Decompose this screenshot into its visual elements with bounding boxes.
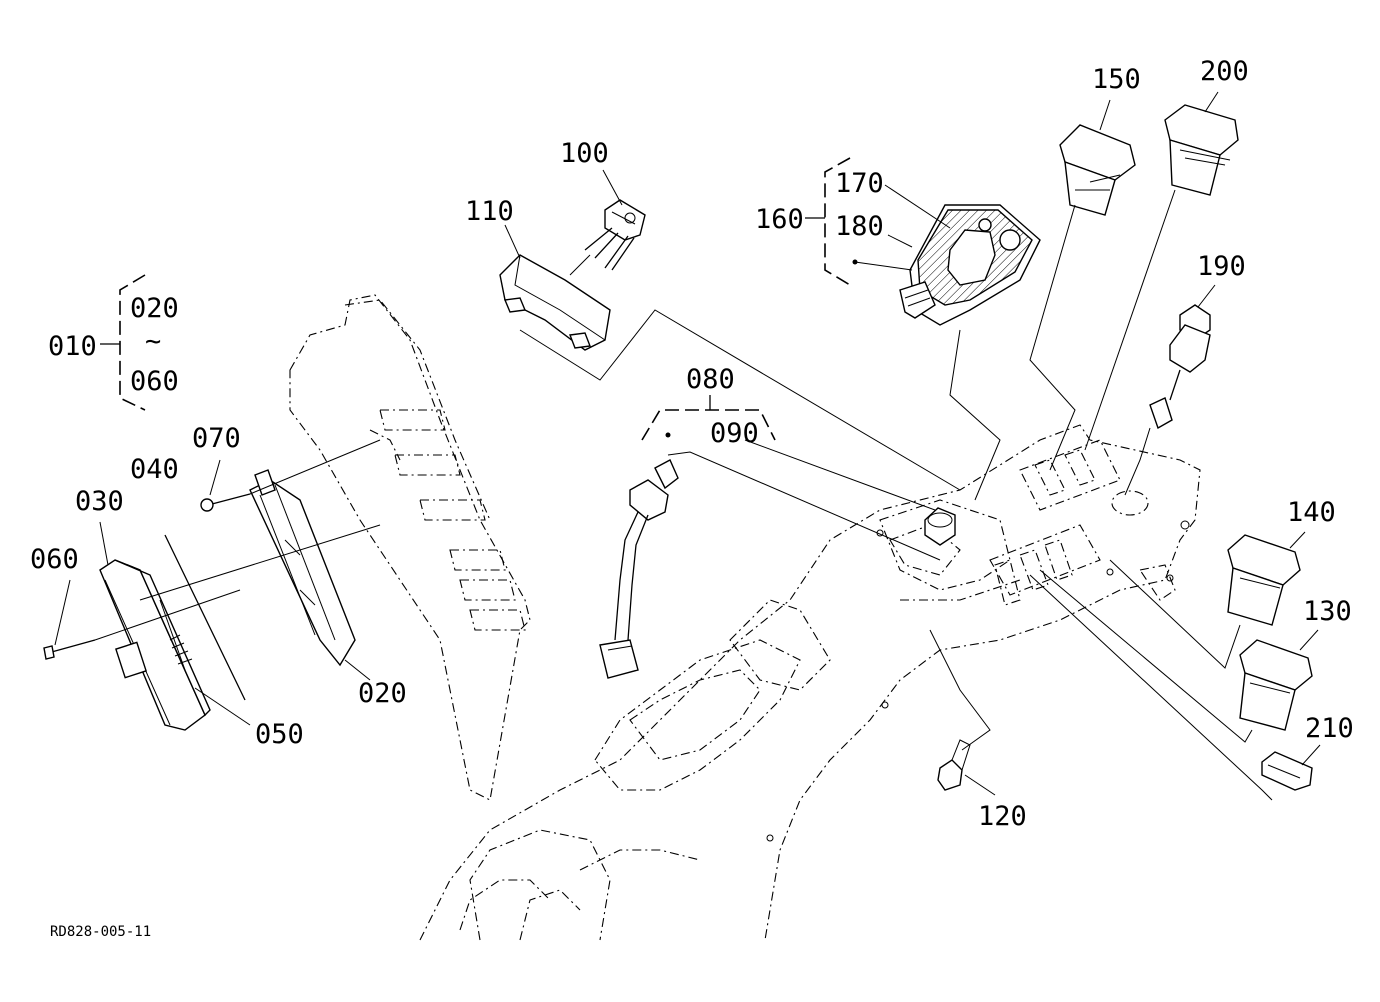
callout-080: 080 [686,364,735,395]
callout-110: 110 [465,196,514,227]
callout-090: 090 [710,418,759,449]
callout-070: 070 [192,423,241,454]
callout-020-range-start: 020 [130,293,179,324]
meter-lens-040 [164,534,246,701]
meter-panel-housing [289,294,531,801]
screw-060 [43,639,96,660]
callout-020: 020 [358,678,407,709]
bracket-010 [100,274,146,411]
bracket-080 [641,395,776,441]
grommet-090 [924,507,956,546]
callout-180: 180 [835,211,884,242]
console-housing [419,424,1201,941]
callout-060-range-end: 060 [130,366,179,397]
clip-120 [937,739,971,791]
meter-panel-030 [99,559,211,731]
switch-200 [1164,104,1239,196]
callout-140: 140 [1287,497,1336,528]
drawing-code: RD828-005-11 [50,924,151,940]
callout-210: 210 [1305,713,1354,744]
callout-060: 060 [30,544,79,575]
callout-160: 160 [755,204,804,235]
bracket-160 [805,157,851,286]
callout-100: 100 [560,138,609,169]
cover-110 [499,254,611,351]
callout-130: 130 [1303,596,1352,627]
harness-080 [599,459,679,679]
callout-150: 150 [1092,64,1141,95]
callout-170: 170 [835,168,884,199]
switch-assembly-160 [899,204,1041,326]
key-100 [584,199,646,271]
callout-range-tilde: ~ [145,326,161,357]
switch-150 [1059,124,1136,216]
plug-210 [1261,751,1313,791]
callout-120: 120 [978,801,1027,832]
meter-case-020 [249,469,356,667]
callout-050: 050 [255,719,304,750]
callout-200: 200 [1200,56,1249,87]
switch-130 [1239,639,1313,731]
switch-140 [1227,534,1301,626]
switch-190 [1149,304,1211,430]
callout-030: 030 [75,486,124,517]
callout-010: 010 [48,331,97,362]
callout-190: 190 [1197,251,1246,282]
screw-070 [200,493,251,512]
callout-040: 040 [130,454,179,485]
